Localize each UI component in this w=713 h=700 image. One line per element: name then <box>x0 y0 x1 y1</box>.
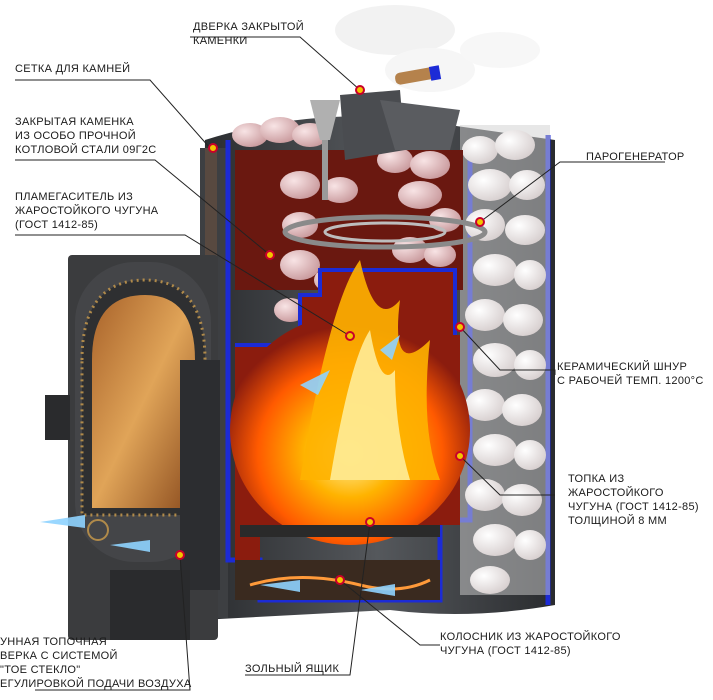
stone-cage <box>460 125 550 595</box>
marker-ash <box>365 517 375 527</box>
marker-stone-door <box>355 85 365 95</box>
marker-stone-grid <box>208 143 218 153</box>
label-stone-grid: СЕТКА ДЛЯ КАМНЕЙ <box>15 63 131 75</box>
marker-steam-generator <box>475 217 485 227</box>
steam-cloud <box>335 5 540 92</box>
grate-ash <box>235 525 440 600</box>
label-ash-box: ЗОЛЬНЫЙ ЯЩИК <box>245 663 340 675</box>
label-ceramic-cord: КЕРАМИЧЕСКИЙ ШНУР С РАБОЧЕЙ ТЕМП. 1200°С <box>557 361 704 387</box>
marker-firebox <box>455 451 465 461</box>
label-closed-heater: ЗАКРЫТАЯ КАМЕНКА ИЗ ОСОБО ПРОЧНОЙ КОТЛОВ… <box>15 116 157 156</box>
label-firebox: ТОПКА ИЗ ЖАРОСТОЙКОГО ЧУГУНА (ГОСТ 1412-… <box>568 473 699 527</box>
leader-lines <box>15 36 665 691</box>
callout-markers <box>175 85 485 585</box>
firebox <box>230 260 470 560</box>
marker-door <box>175 550 185 560</box>
label-steam-generator: ПАРОГЕНЕРАТОР <box>586 151 685 163</box>
steam-generator <box>282 214 488 250</box>
front-door <box>45 255 220 640</box>
marker-closed-heater <box>265 250 275 260</box>
label-door: УННАЯ ТОПОЧНАЯ ВЕРКА С СИСТЕМОЙ "ТОЕ СТЕ… <box>0 636 192 690</box>
label-flame-spreader: ПЛАМЕГАСИТЕЛЬ ИЗ ЖАРОСТОЙКОГО ЧУГУНА (ГО… <box>15 191 159 231</box>
marker-ceramic-cord <box>455 322 465 332</box>
label-stone-door: ДВЕРКА ЗАКРЫТОЙ КАМЕНКИ <box>193 21 304 47</box>
air-flow-arrows <box>40 335 400 596</box>
marker-grate <box>335 575 345 585</box>
heater-top-door <box>340 65 460 160</box>
marker-flame-spreader <box>345 331 355 341</box>
water-funnel <box>310 100 340 200</box>
label-grate: КОЛОСНИК ИЗ ЖАРОСТОЙКОГО ЧУГУНА (ГОСТ 14… <box>440 631 621 657</box>
